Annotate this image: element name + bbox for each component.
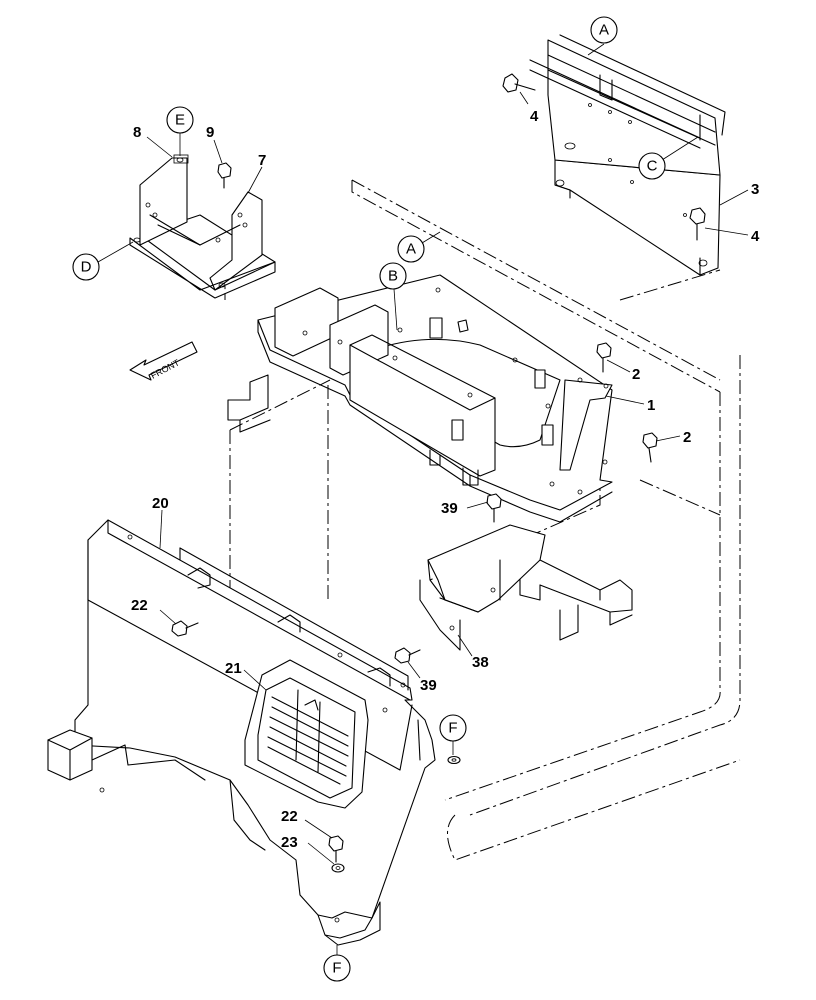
part-38-bracket xyxy=(419,524,546,651)
reference-circle-C: C xyxy=(638,136,699,180)
callout-39b: 39 xyxy=(407,661,437,694)
reference-circle-E: E xyxy=(166,106,194,156)
callout-2b: 2 xyxy=(655,429,691,446)
svg-text:4: 4 xyxy=(530,108,539,125)
bolt-22b xyxy=(328,835,344,863)
bolt-39a xyxy=(486,493,502,523)
svg-text:2: 2 xyxy=(632,366,640,383)
part-8-7-brackets xyxy=(129,154,276,299)
svg-text:D: D xyxy=(81,259,92,276)
callout-4b: 4 xyxy=(704,227,760,245)
svg-text:9: 9 xyxy=(206,124,214,141)
callout-20: 20 xyxy=(152,495,169,549)
callout-9: 9 xyxy=(206,124,223,164)
bolt-2a xyxy=(596,342,612,373)
callout-3: 3 xyxy=(719,181,759,206)
callout-21: 21 xyxy=(225,660,267,691)
callout-8: 8 xyxy=(133,124,173,158)
reference-circle-F-bottom: F xyxy=(323,945,351,982)
svg-text:3: 3 xyxy=(751,181,759,198)
callout-23: 23 xyxy=(281,834,335,865)
svg-text:C: C xyxy=(647,158,658,175)
svg-text:B: B xyxy=(388,268,398,285)
callout-7: 7 xyxy=(247,152,266,194)
part-3-bracket xyxy=(529,34,726,276)
bolt-39b xyxy=(394,647,421,664)
reference-circle-D: D xyxy=(72,241,134,281)
part-1-frame xyxy=(257,274,613,523)
reference-circle-A-top: A xyxy=(587,16,618,56)
svg-text:F: F xyxy=(448,720,457,737)
svg-text:39: 39 xyxy=(420,677,437,694)
bolt-9 xyxy=(217,162,232,189)
svg-text:23: 23 xyxy=(281,834,298,851)
svg-text:8: 8 xyxy=(133,124,141,141)
svg-text:38: 38 xyxy=(472,654,489,671)
part-21-grille xyxy=(244,659,369,809)
bolt-2b xyxy=(642,432,658,463)
svg-text:21: 21 xyxy=(225,660,242,677)
washer-F xyxy=(447,755,461,765)
callout-2a: 2 xyxy=(606,359,640,383)
svg-text:F: F xyxy=(332,960,341,977)
washer-23 xyxy=(331,863,345,873)
callout-38: 38 xyxy=(457,634,489,671)
reference-circle-B: B xyxy=(379,262,407,331)
svg-text:20: 20 xyxy=(152,495,169,512)
svg-text:7: 7 xyxy=(258,152,266,169)
reference-circle-F-right: F xyxy=(439,714,467,755)
svg-text:2: 2 xyxy=(683,429,691,446)
callout-22a: 22 xyxy=(131,597,177,625)
reference-circle-A-mid: A xyxy=(397,231,441,263)
callout-22b: 22 xyxy=(281,808,333,839)
bolt-22a xyxy=(171,620,199,637)
callout-4a: 4 xyxy=(519,91,539,125)
part-20-panel xyxy=(47,519,436,946)
svg-text:22: 22 xyxy=(131,597,148,614)
callout-39a: 39 xyxy=(441,500,489,517)
svg-text:39: 39 xyxy=(441,500,458,517)
svg-text:E: E xyxy=(175,112,185,129)
callout-1: 1 xyxy=(605,395,655,414)
svg-text:A: A xyxy=(599,22,609,39)
front-direction-arrow: FRONT xyxy=(129,341,198,381)
floor-supports xyxy=(227,374,633,641)
svg-text:22: 22 xyxy=(281,808,298,825)
svg-text:A: A xyxy=(406,241,416,258)
svg-text:1: 1 xyxy=(647,397,655,414)
bolt-4a xyxy=(502,73,536,93)
svg-text:4: 4 xyxy=(751,228,760,245)
bolt-4b xyxy=(689,207,706,241)
